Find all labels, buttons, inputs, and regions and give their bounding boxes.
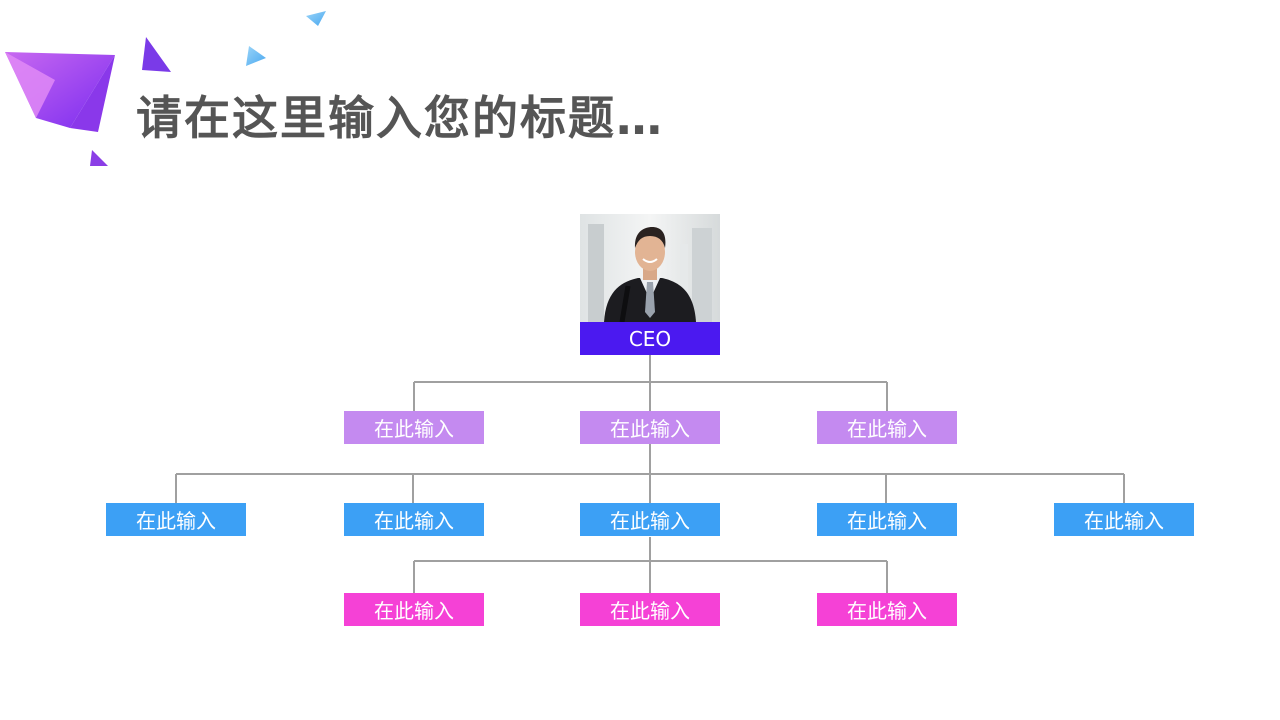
level1-box: 在此输入: [344, 411, 484, 444]
ceo-photo: [580, 214, 720, 322]
level3-box: 在此输入: [817, 593, 957, 626]
level1-box: 在此输入: [580, 411, 720, 444]
level2-box: 在此输入: [580, 503, 720, 536]
level2-box: 在此输入: [1054, 503, 1194, 536]
level3-box: 在此输入: [344, 593, 484, 626]
level3-box: 在此输入: [580, 593, 720, 626]
page-title: 请在这里输入您的标题…: [136, 91, 664, 145]
level2-box: 在此输入: [106, 503, 246, 536]
ceo-box: CEO: [580, 322, 720, 355]
level1-box: 在此输入: [817, 411, 957, 444]
level2-box: 在此输入: [344, 503, 484, 536]
decorative-triangles: [5, 11, 326, 166]
level2-box: 在此输入: [817, 503, 957, 536]
